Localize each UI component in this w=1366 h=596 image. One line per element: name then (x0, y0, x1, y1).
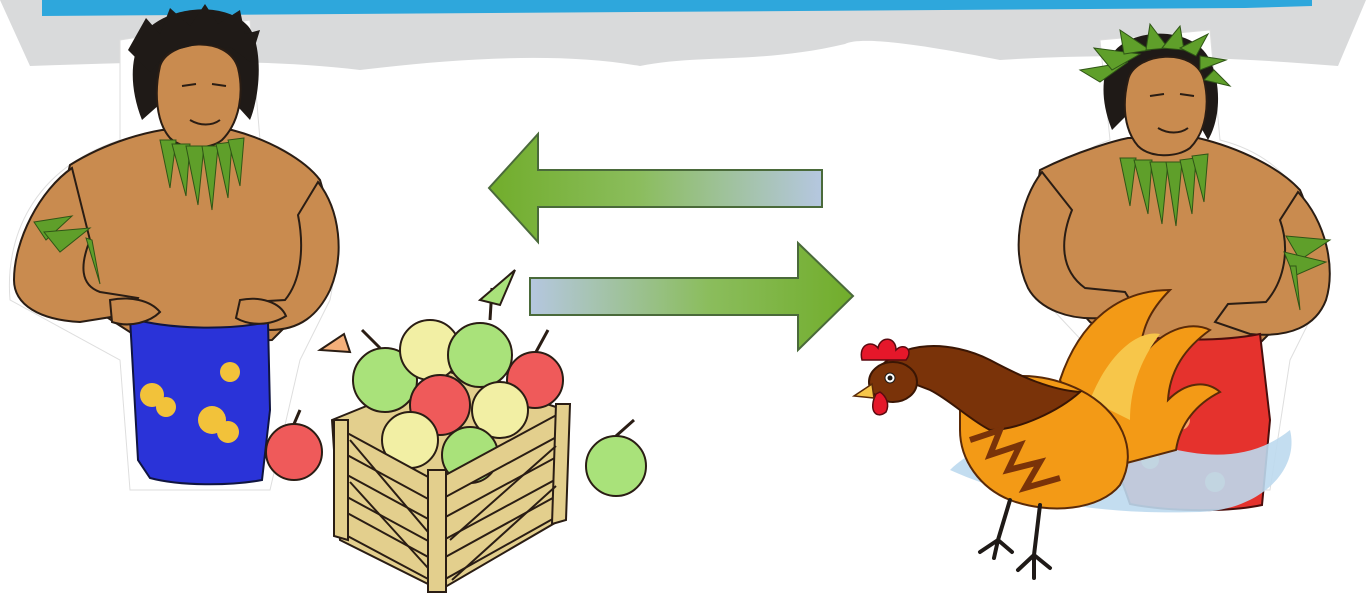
apple-crate-icon (266, 270, 646, 592)
arrow-right-icon (530, 243, 853, 350)
person-blue-wrap-icon (9, 4, 338, 490)
arrow-left-icon (489, 134, 822, 242)
